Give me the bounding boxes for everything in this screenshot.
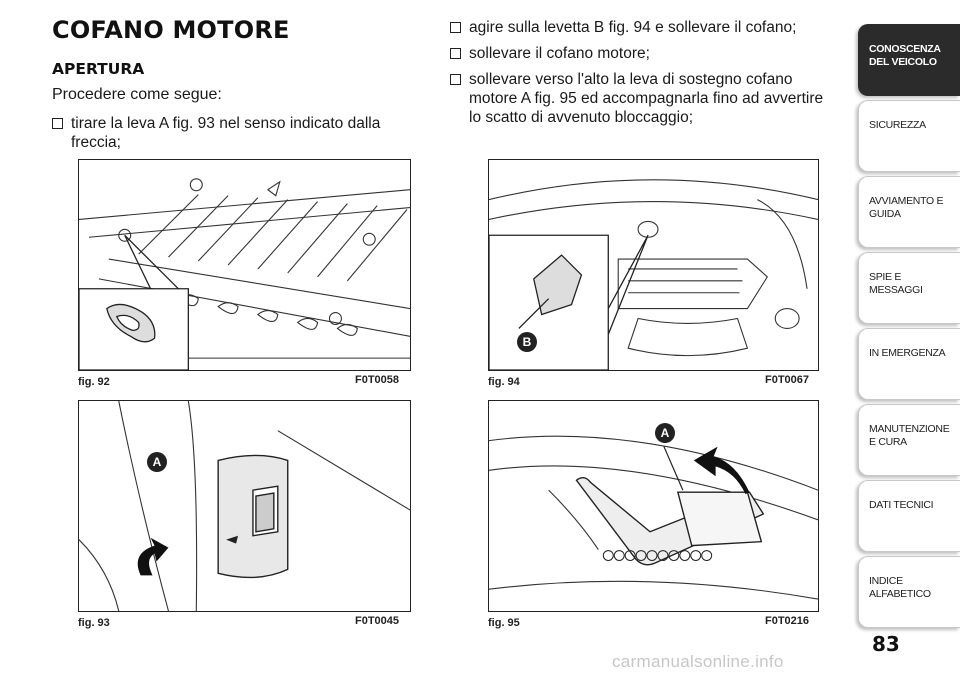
figure-95-code: F0T0216: [765, 615, 810, 627]
figure-93-caption: fig. 93: [78, 617, 110, 629]
tab-conoscenza-del-veicolo[interactable]: CONOSCENZA DEL VEICOLO: [858, 24, 960, 96]
step-text: tirare la leva A fig. 93 nel senso indic…: [71, 115, 381, 151]
intro-text: Procedere come segue:: [52, 86, 222, 103]
chapter-sidebar: CONOSCENZA DEL VEICOLO SICUREZZA AVVIAME…: [858, 0, 960, 678]
checkbox-bullet-icon: [450, 74, 461, 85]
step-text: agire sulla levetta B fig. 94 e sollevar…: [469, 19, 797, 36]
section-subtitle: APERTURA: [52, 60, 145, 78]
figure-93-image: A: [78, 400, 411, 612]
figure-94-image: B: [488, 159, 819, 371]
step-item: sollevare verso l'alto la leva di sosteg…: [450, 70, 835, 127]
figure-95-caption: fig. 95: [488, 617, 520, 629]
tab-manutenzione-e-cura[interactable]: MANUTENZIONE E CURA: [858, 404, 960, 476]
figure-92-image: [78, 159, 411, 371]
checkbox-bullet-icon: [450, 48, 461, 59]
tab-avviamento-e-guida[interactable]: AVVIAMENTO E GUIDA: [858, 176, 960, 248]
step-item: sollevare il cofano motore;: [450, 44, 835, 63]
checkbox-bullet-icon: [52, 118, 63, 129]
figure-94-code: F0T0067: [765, 374, 810, 386]
step-text: sollevare verso l'alto la leva di sosteg…: [469, 71, 824, 126]
tab-spie-e-messaggi[interactable]: SPIE E MESSAGGI: [858, 252, 960, 324]
figure-93-code: F0T0045: [355, 615, 400, 627]
callout-b-marker: B: [517, 332, 537, 352]
figure-95-image: A: [488, 400, 819, 612]
tab-dati-tecnici[interactable]: DATI TECNICI: [858, 480, 960, 552]
figure-92-code: F0T0058: [355, 374, 400, 386]
tab-in-emergenza[interactable]: IN EMERGENZA: [858, 328, 960, 400]
watermark-text: carmanualsonline.info: [612, 652, 784, 671]
step-item: tirare la leva A fig. 93 nel senso indic…: [52, 114, 412, 152]
step-text: sollevare il cofano motore;: [469, 45, 650, 62]
figure-92-caption: fig. 92: [78, 376, 110, 388]
checkbox-bullet-icon: [450, 22, 461, 33]
section-title: COFANO MOTORE: [52, 16, 290, 44]
callout-a-marker: A: [655, 423, 675, 443]
tab-sicurezza[interactable]: SICUREZZA: [858, 100, 960, 172]
step-item: agire sulla levetta B fig. 94 e sollevar…: [450, 18, 835, 37]
figure-94-caption: fig. 94: [488, 376, 520, 388]
page-number: 83: [872, 632, 900, 656]
callout-a-marker: A: [147, 452, 167, 472]
tab-indice-alfabetico[interactable]: INDICE ALFABETICO: [858, 556, 960, 628]
